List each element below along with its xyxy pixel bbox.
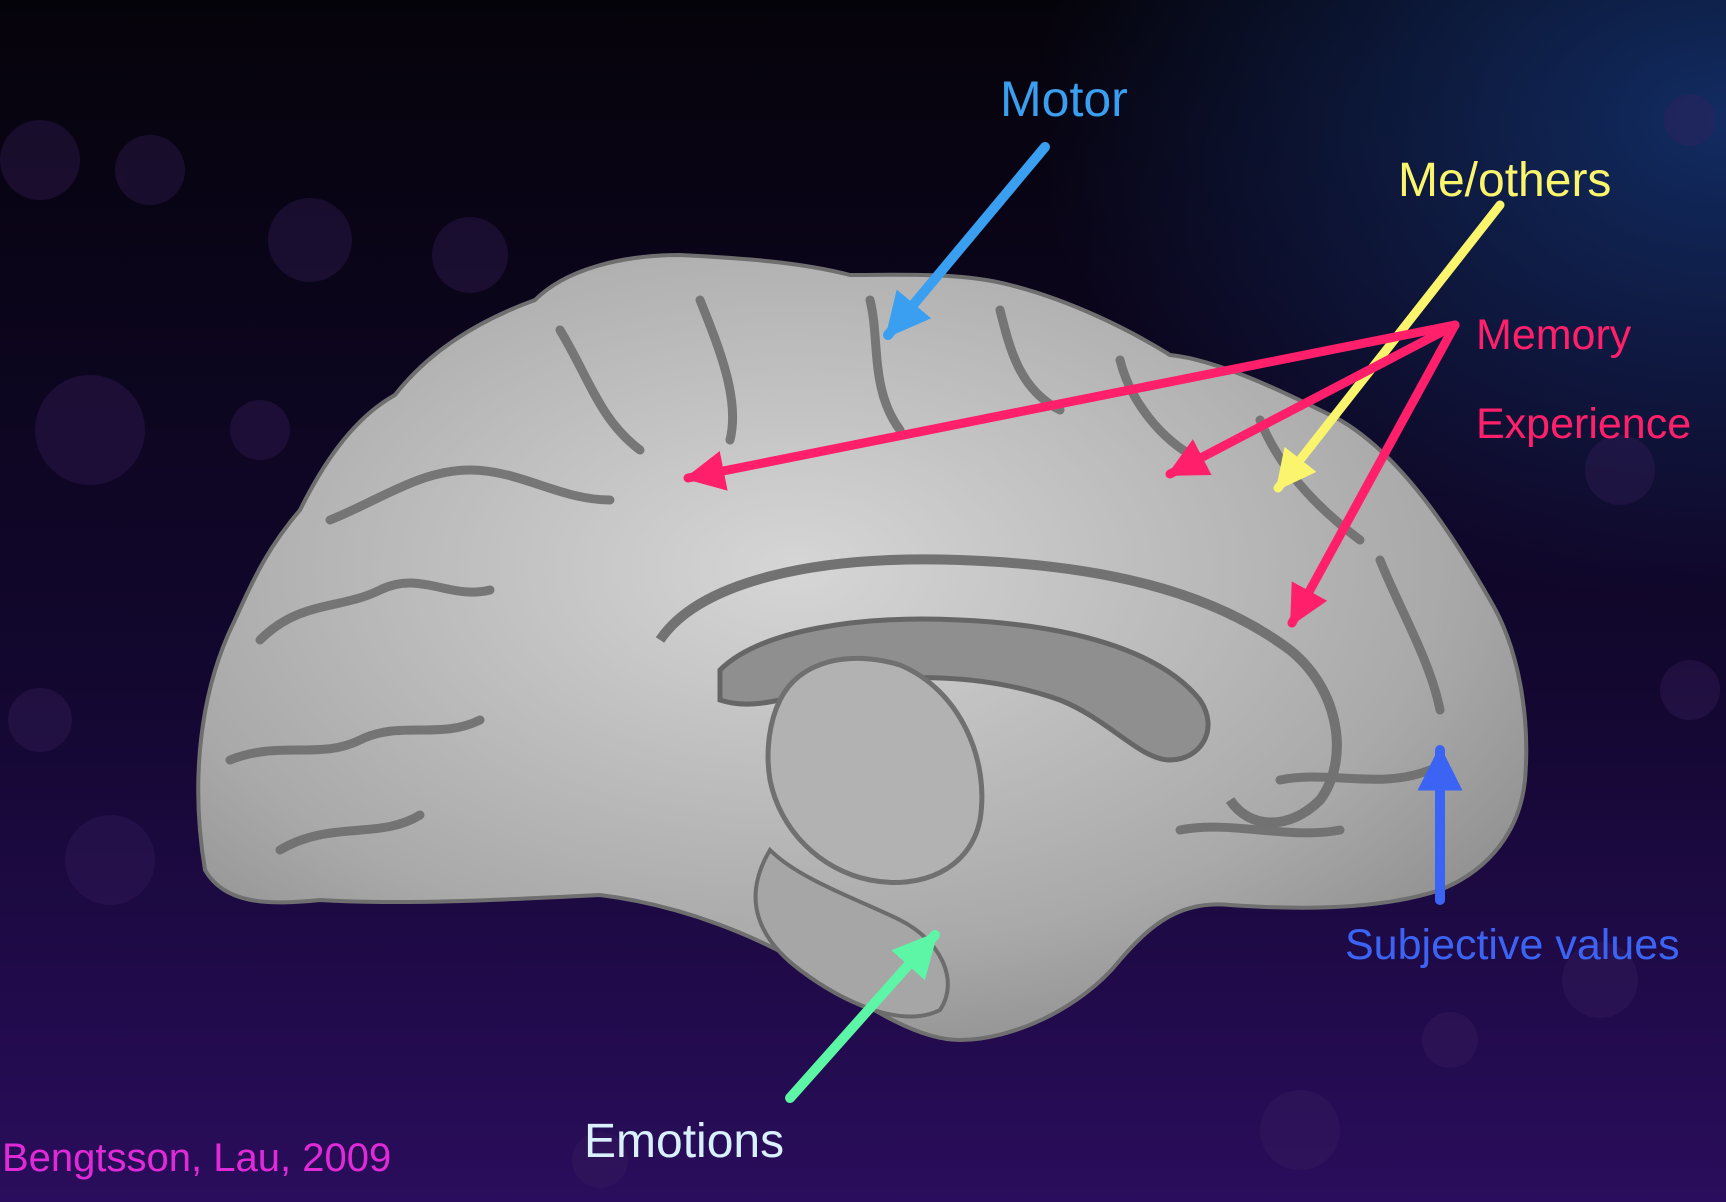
experience-label: Experience — [1476, 403, 1691, 446]
memory-label: Memory — [1476, 314, 1631, 357]
emotions-label: Emotions — [584, 1118, 784, 1166]
citation: Bengtsson, Lau, 2009 — [2, 1138, 391, 1178]
subjective-values-label: Subjective values — [1345, 924, 1680, 967]
me-others-label: Me/others — [1398, 157, 1611, 205]
motor-label: Motor — [1000, 74, 1128, 124]
